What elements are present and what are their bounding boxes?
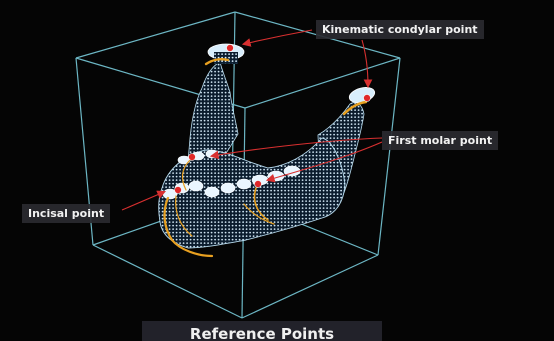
box-edge [93, 245, 242, 318]
tooth [206, 150, 218, 158]
caption-reference-points: Reference Points [142, 321, 382, 341]
label-incisal-point: Incisal point [22, 204, 110, 223]
arrow-condylar-left [244, 30, 312, 44]
tooth [205, 187, 219, 197]
box-edge [242, 255, 378, 318]
tooth [221, 183, 235, 193]
condylar-point-right [364, 95, 371, 102]
arrow-condylar-right [362, 40, 368, 86]
incisal-point-marker [175, 187, 182, 194]
molar-point-left [189, 154, 196, 161]
label-kinematic-condylar-point: Kinematic condylar point [316, 20, 484, 39]
tooth [237, 179, 251, 189]
condylar-point-left [227, 45, 234, 52]
box-edge [245, 58, 400, 108]
molar-point-right [255, 181, 262, 188]
label-first-molar-point: First molar point [382, 131, 498, 150]
left-condyle-neck [214, 52, 238, 64]
arrow-incisal [122, 192, 164, 210]
tooth [189, 181, 203, 191]
mandible-mesh [159, 44, 377, 248]
box-edge [378, 58, 400, 255]
